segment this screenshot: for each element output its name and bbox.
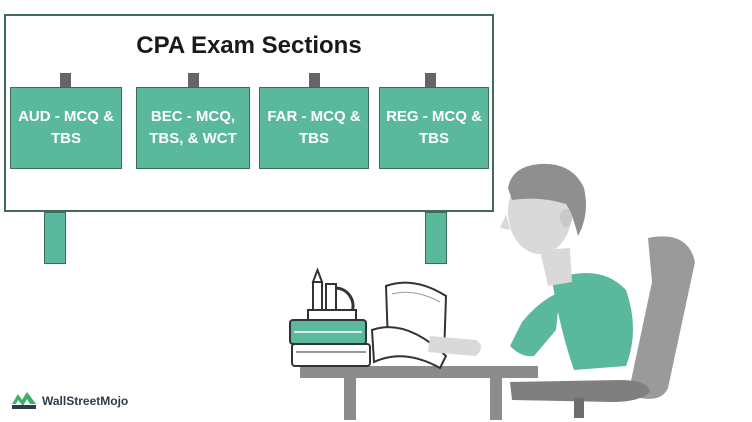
section-label-bec: BEC - MCQ, TBS, & WCT (149, 108, 237, 147)
section-card-reg: REG - MCQ & TBS (379, 87, 489, 169)
card-hook-3 (309, 73, 320, 88)
section-card-far: FAR - MCQ & TBS (259, 87, 369, 169)
brand-name: WallStreetMojo (42, 394, 129, 408)
board-title: CPA Exam Sections (136, 32, 362, 59)
student-hand (428, 336, 481, 356)
section-label-far: FAR - MCQ & TBS (267, 108, 361, 147)
desk (300, 366, 538, 420)
stationery-icon (307, 267, 357, 321)
section-card-aud: AUD - MCQ & TBS (10, 87, 122, 169)
card-hook-2 (188, 73, 199, 88)
section-card-bec: BEC - MCQ, TBS, & WCT (136, 87, 250, 169)
wallstreetmojo-logo-icon (12, 392, 36, 409)
student-torso (552, 272, 633, 370)
sign-post-left (44, 212, 66, 264)
brand-logo: WallStreetMojo (10, 390, 128, 412)
sign-post-right (425, 212, 447, 264)
section-label-reg: REG - MCQ & TBS (386, 108, 482, 147)
card-hook-4 (425, 73, 436, 88)
student-head (500, 163, 586, 254)
book-stack (289, 319, 371, 367)
card-hook-1 (60, 73, 71, 88)
student-arm (510, 292, 560, 357)
chair (510, 236, 695, 418)
open-book (370, 281, 448, 370)
section-label-aud: AUD - MCQ & TBS (18, 108, 114, 147)
